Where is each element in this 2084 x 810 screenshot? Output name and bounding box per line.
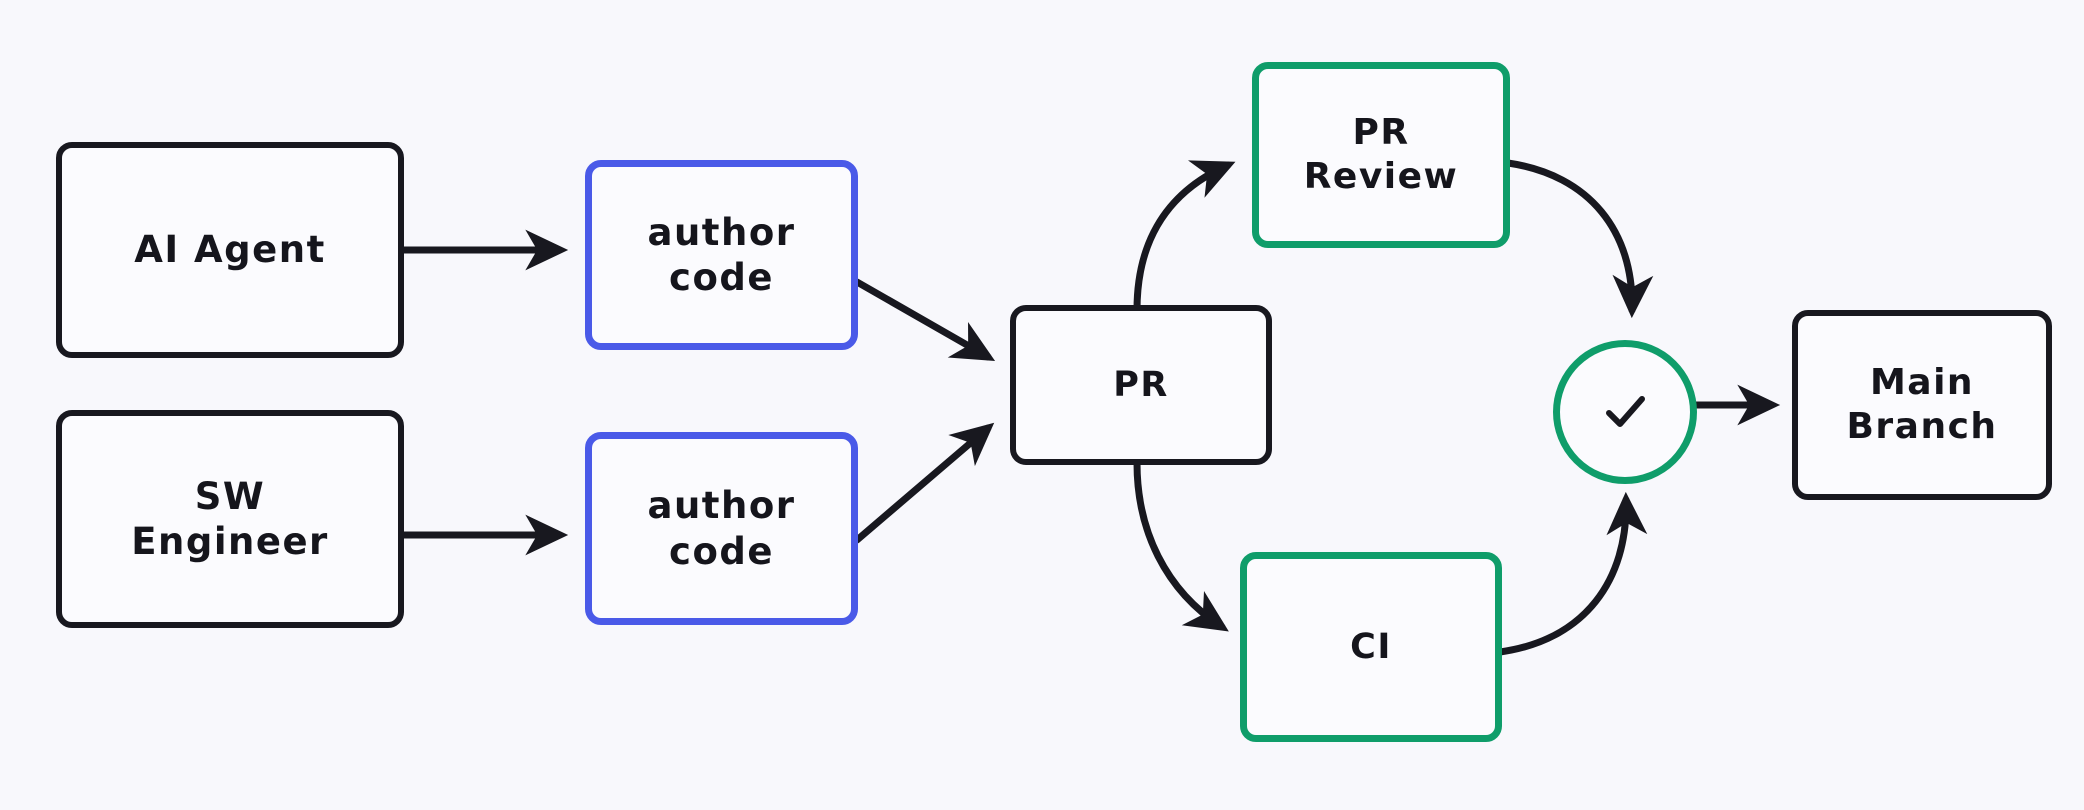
node-sw-engineer-label: SW Engineer	[131, 474, 329, 563]
node-pr[interactable]: PR	[1010, 305, 1272, 465]
node-ci-label: CI	[1350, 626, 1392, 667]
edge-pr-to-ci	[1133, 459, 1229, 632]
edge-ci-to-check	[1496, 491, 1648, 656]
node-pr-review-label: PR Review	[1303, 112, 1459, 197]
edge-author-code-top-to-pr	[853, 278, 996, 362]
node-main-branch-label: Main Branch	[1846, 362, 1998, 447]
node-pr-label: PR	[1113, 364, 1169, 405]
node-author-code-bottom-label: author code	[647, 484, 796, 573]
node-check-circle[interactable]	[1553, 340, 1697, 484]
node-pr-review[interactable]: PR Review	[1252, 62, 1510, 248]
node-sw-engineer[interactable]: SW Engineer	[56, 410, 404, 628]
node-main-branch[interactable]: Main Branch	[1792, 310, 2052, 500]
check-icon	[1593, 380, 1657, 444]
node-author-code-top-label: author code	[647, 210, 796, 299]
edge-pr-review-to-check	[1504, 159, 1654, 319]
edge-pr-to-pr-review	[1133, 160, 1236, 314]
node-ci[interactable]: CI	[1240, 552, 1502, 742]
node-ai-agent-label: AI Agent	[134, 228, 326, 272]
edge-author-code-bottom-to-pr	[853, 422, 995, 544]
node-author-code-bottom[interactable]: author code	[585, 432, 858, 625]
node-author-code-top[interactable]: author code	[585, 160, 858, 350]
node-ai-agent[interactable]: AI Agent	[56, 142, 404, 358]
